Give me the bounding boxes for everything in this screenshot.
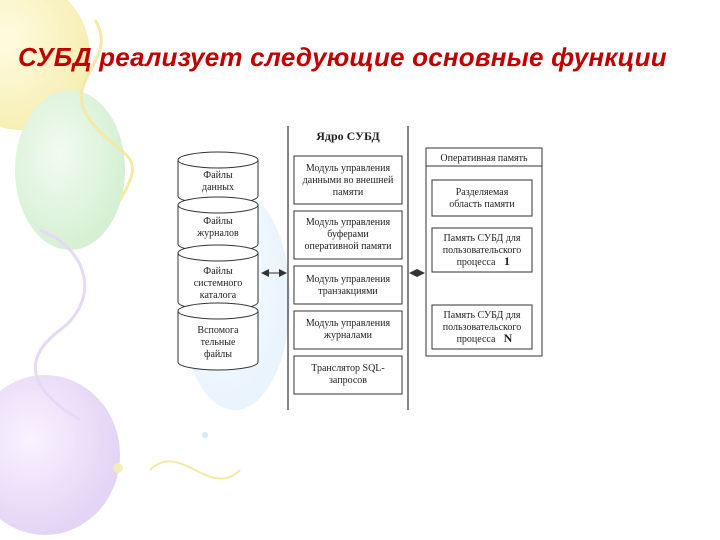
memory-label: Оперативная память [440,153,528,164]
cylinder-log-files: Файлы журналов [177,196,259,253]
module-label: Модуль управления [306,318,391,329]
memory-block-label: пользовательского [443,245,521,256]
process-number: 1 [504,254,510,268]
cylinder-label: Вспомога [197,325,239,336]
cylinder-catalog-files: Файлы системного каталога [177,244,259,311]
memory-shared-area: Разделяемая область памяти [431,179,533,217]
cylinder-aux-files: Вспомога тельные файлы [177,302,259,371]
module-label: Модуль управления [306,274,391,285]
memory-block-label: область памяти [449,199,515,210]
core-label: Ядро СУБД [316,129,380,143]
memory-block-label: Память СУБД для [444,233,521,244]
module-label: запросов [329,375,367,386]
memory-block-label: пользовательского [443,322,521,333]
cylinder-label: Файлы [203,170,233,181]
swirl-decoration [149,460,241,480]
memory-block-label: процесса [457,257,496,268]
module-label: Модуль управления [306,163,391,174]
dot-decoration [202,432,208,438]
memory-block-label: Разделяемая [456,187,509,198]
slide-title: СУБД реализует следующие основные функци… [18,42,667,72]
memory-user-process-n: Память СУБД для пользовательского процес… [431,304,533,350]
memory-block-label: Память СУБД для [444,310,521,321]
module-journals: Модуль управления журналами [293,310,403,350]
cylinder-label: Файлы [203,266,233,277]
module-label: Транслятор SQL- [311,363,385,374]
module-sql-translator: Транслятор SQL- запросов [293,355,403,395]
balloon-purple [0,375,120,535]
cylinder-label: файлы [204,349,232,360]
dot-decoration [113,463,123,473]
cylinder-label: Файлы [203,216,233,227]
cylinder-label: журналов [196,228,239,239]
module-label: транзакциями [318,286,378,297]
cylinder-label: тельные [201,337,236,348]
memory-container: Оперативная память Разделяемая область п… [425,147,543,357]
storage-cylinders: Файлы данных Файлы журналов Файлы систем… [177,151,259,371]
memory-block-label: процесса [457,334,496,345]
process-number: N [504,331,513,345]
cylinder-label: данных [202,182,234,193]
module-label: данными во внешней [303,175,394,186]
cylinder-label: системного [194,278,243,289]
swirl-decoration [33,228,87,422]
cylinder-data-files: Файлы данных [177,151,259,205]
module-label: оперативной памяти [304,241,392,252]
module-transactions: Модуль управления транзакциями [293,265,403,305]
module-label: журналами [323,330,373,341]
module-label: памяти [333,187,364,198]
module-label: буферами [327,229,369,240]
swirl-decoration [79,19,134,201]
module-label: Модуль управления [306,217,391,228]
core-modules: Модуль управления данными во внешней пам… [293,155,403,395]
memory-user-process-1: Память СУБД для пользовательского процес… [431,227,533,273]
module-buffers: Модуль управления буферами оперативной п… [293,210,403,260]
cylinder-label: каталога [200,290,237,301]
module-external-memory: Модуль управления данными во внешней пам… [293,155,403,205]
